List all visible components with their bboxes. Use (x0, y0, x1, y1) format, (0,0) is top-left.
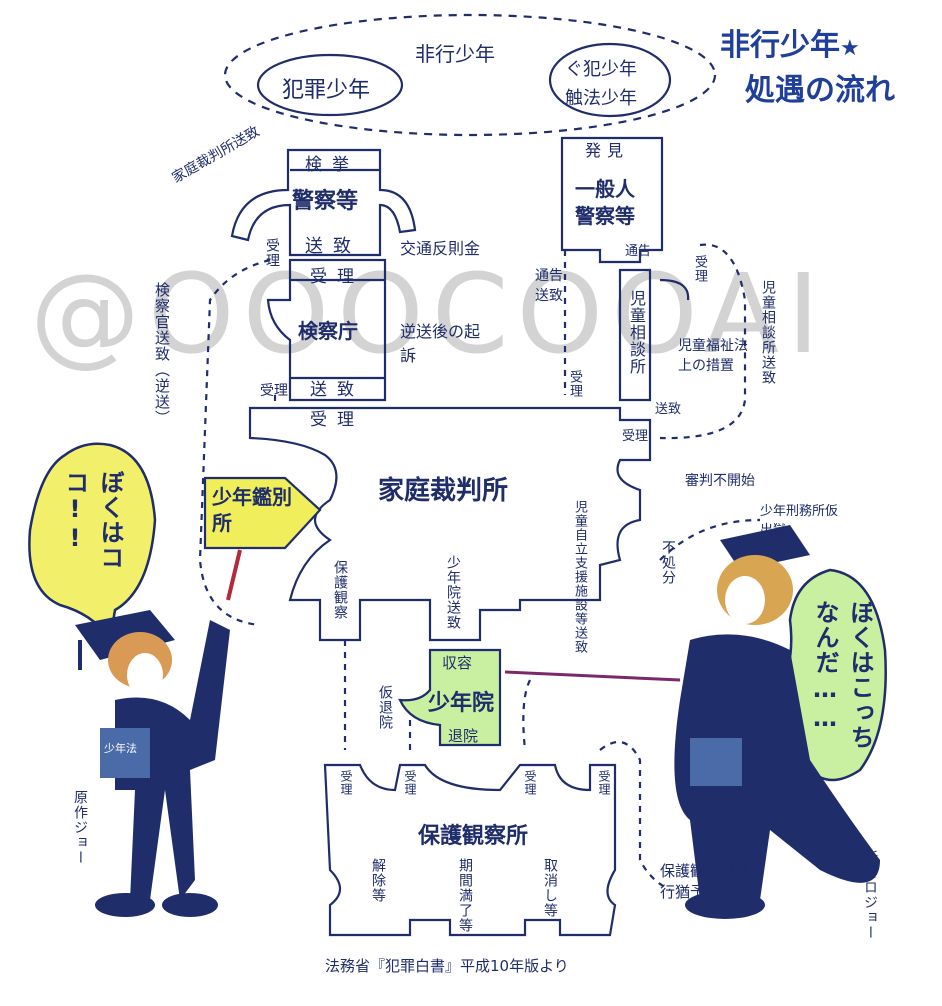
term-expiry-label: 期間満了等 (457, 858, 473, 933)
pointer-stick (504, 670, 681, 682)
probation-receive-3: 受理 (523, 770, 537, 796)
receive-mid-label: 受理 (310, 410, 364, 430)
probation-label: 保護観察 (332, 560, 348, 620)
parole-label: 仮退院 (377, 685, 393, 730)
child-guidance-box (618, 268, 652, 402)
general-public-box (560, 136, 664, 264)
child-welfare-measure-label: 児童福祉法上の措置 (678, 338, 748, 374)
termination-label: 解除等 (370, 858, 386, 903)
send-label-2: 送致 (310, 380, 364, 400)
prosecutor-box (266, 258, 387, 402)
notify-label: 通告 (625, 244, 652, 259)
prosecutor-label: 検察庁 (298, 319, 358, 343)
police-label: 警察等 (292, 189, 359, 214)
police-box (230, 148, 417, 257)
notify-send-label: 通告送致 (535, 268, 563, 304)
left-bubble-text: ぼくはココ!! (61, 470, 124, 570)
delinquent-group-outline (223, 13, 717, 137)
reverse-indictment-label: 逆送後の起訴 (400, 322, 481, 365)
probation-receive-1: 受理 (339, 770, 353, 796)
crime-youth-ellipse (256, 53, 404, 117)
family-court-outline (248, 406, 652, 642)
receive-left-label: 受理 (260, 383, 288, 399)
reformatory-send-label: 少年院送致 (445, 555, 461, 630)
police-right-label: 警察等 (575, 204, 635, 228)
child-guidance-label: 児童相談所 (627, 290, 646, 375)
guhan-youth-label: ぐ犯少年 (565, 59, 637, 80)
family-court-label: 家庭裁判所 (378, 476, 509, 506)
send-right-label: 送致 (655, 402, 682, 417)
send-label-1: 送致 (305, 236, 361, 257)
delinquent-youth-label: 非行少年 (415, 42, 495, 66)
no-hearing-label: 審判不開始 (685, 473, 755, 489)
arrest-label: 検挙 (305, 155, 359, 175)
receive-right-label-3: 受理 (622, 429, 649, 444)
discovery-label: 発見 (585, 141, 630, 160)
source-label: 法務省『犯罪白書』平成10年版より (325, 957, 569, 975)
release-label: 退院 (448, 727, 479, 745)
left-character-label: 原作ジョー (72, 790, 88, 865)
child-facility-send-label: 児童自立支援施設等送致 (572, 500, 587, 654)
general-public-label: 一般人 (575, 177, 635, 201)
watermark: @OOOCOOAI (30, 250, 828, 378)
crime-youth-label: 犯罪少年 (282, 78, 371, 103)
probation-receive-4: 受理 (597, 770, 611, 796)
juvenile-prison-label: 少年刑務所仮出獄 (760, 504, 839, 538)
probation-office-outline (323, 763, 617, 937)
suspended-sentence-label: 保護観察付執行猶予 (660, 862, 751, 901)
child-guidance-flow (659, 243, 747, 440)
no-disposition-label: 不処分 (660, 540, 676, 585)
receive-top-label: 受理 (310, 267, 364, 287)
title-line2: 処遇の流れ (745, 73, 895, 108)
prison-flow (659, 518, 761, 561)
probation-office-label: 保護観察所 (418, 824, 529, 849)
revocation-label: 取消し等 (542, 858, 558, 918)
suspended-sentence-flow (599, 740, 671, 891)
traffic-fine-label: 交通反則金 (400, 239, 481, 258)
child-guidance-send-label: 児童相談所送致 (760, 280, 776, 385)
receive-right-label-2: 受理 (692, 255, 707, 283)
kanbetsu-label: 少年鑑別所 (212, 485, 292, 535)
right-character-label: 新ゼロジョー (862, 850, 878, 940)
prosecutor-send-label: 検察官送致（逆送） (153, 282, 171, 426)
left-speech-bubble (28, 442, 157, 644)
reformatory-label: 少年院 (428, 691, 495, 716)
shokuhou-youth-label: 触法少年 (565, 88, 637, 109)
probation-receive-2: 受理 (403, 770, 417, 796)
title-line1: 非行少年★ (720, 28, 860, 63)
prosecutor-send-flow (198, 258, 271, 627)
receive-right-label: 受理 (567, 370, 582, 398)
reformatory-box (398, 648, 502, 747)
admission-label: 収容 (442, 654, 473, 672)
left-character (75, 610, 230, 917)
receive-label-1: 受理 (264, 238, 280, 268)
book-label: 少年法 (104, 742, 137, 755)
right-bubble-text: ぼくはこっちなんだ…… (811, 600, 874, 750)
right-character (674, 525, 880, 919)
kanbetsu-sign (203, 476, 322, 550)
guhan-youth-ellipse (548, 42, 672, 118)
